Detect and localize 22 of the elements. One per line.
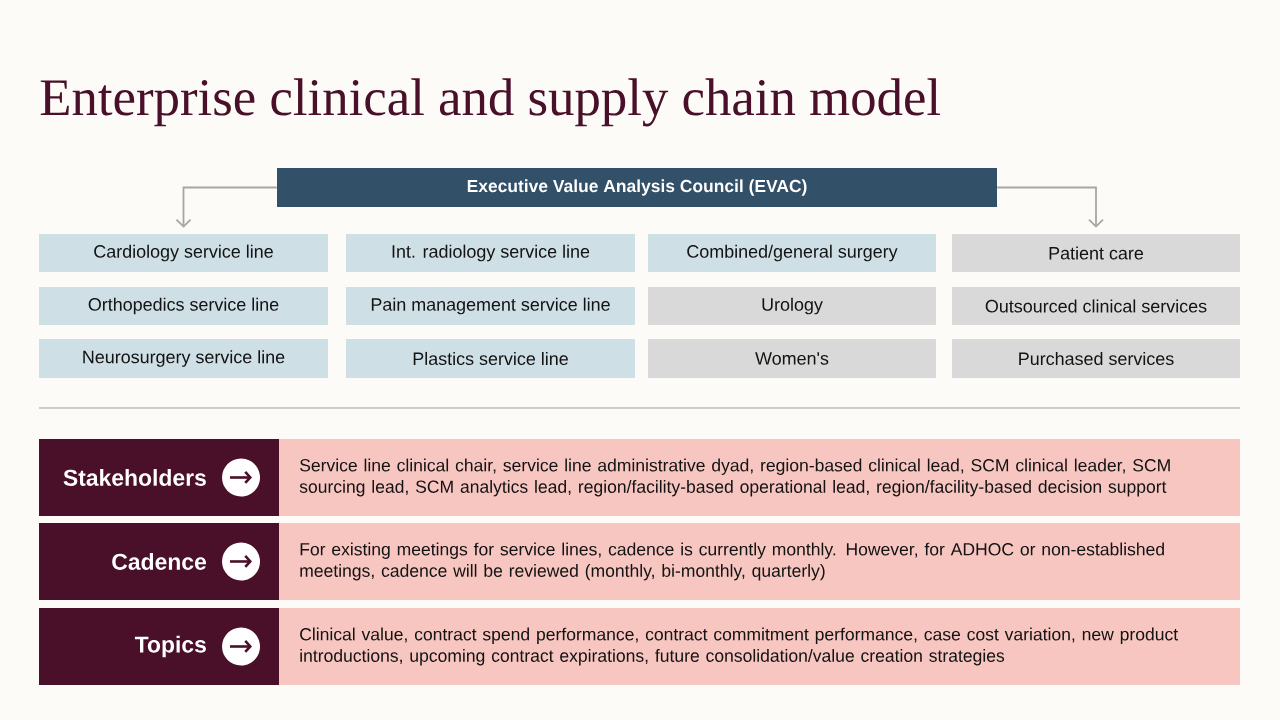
heading-bar: Executive Value Analysis Council (EVAC) bbox=[277, 168, 997, 207]
category-box: Urology bbox=[648, 287, 936, 325]
category-box: Pain management service line bbox=[346, 287, 635, 325]
row-heading: Stakeholders bbox=[39, 439, 279, 516]
arrow bbox=[996, 186, 1104, 228]
description-box: For existing meetings for service lines, cadence is currently monthly. However, for ADHOC or non-established meetings, cadence will be reviewed (monthly, bi-monthly, quarterly) bbox=[279, 523, 1240, 600]
category-box: Int. radiology service line bbox=[346, 234, 635, 272]
arrow bbox=[175, 186, 278, 228]
title: Enterprise clinical and supply chain model bbox=[40, 78, 941, 127]
category-box: Purchased services bbox=[952, 339, 1240, 378]
category-box: Women's bbox=[648, 339, 936, 378]
description-box: Clinical value, contract spend performance, contract commitment performance, case cost variation, new product introductions, upcoming contract expirations, future consolidation/value creation strategies bbox=[279, 608, 1240, 685]
row-heading: Cadence bbox=[39, 523, 279, 600]
category-box: Patient care bbox=[952, 234, 1240, 272]
category-box: Orthopedics service line bbox=[39, 287, 328, 325]
description-box: Service line clinical chair, service line administrative dyad, region-based clinical lead, SCM clinical leader, SCM sourcing lead, SCM analytics lead, region/facility-based operational lead, region/facility-based decision support bbox=[279, 439, 1240, 516]
category-box: Combined/general surgery bbox=[648, 234, 936, 272]
category-box: Cardiology service line bbox=[39, 234, 328, 272]
row-heading: Topics bbox=[39, 608, 279, 685]
category-box: Outsourced clinical services bbox=[952, 287, 1240, 325]
category-box: Plastics service line bbox=[346, 339, 635, 378]
category-box: Neurosurgery service line bbox=[39, 339, 328, 378]
